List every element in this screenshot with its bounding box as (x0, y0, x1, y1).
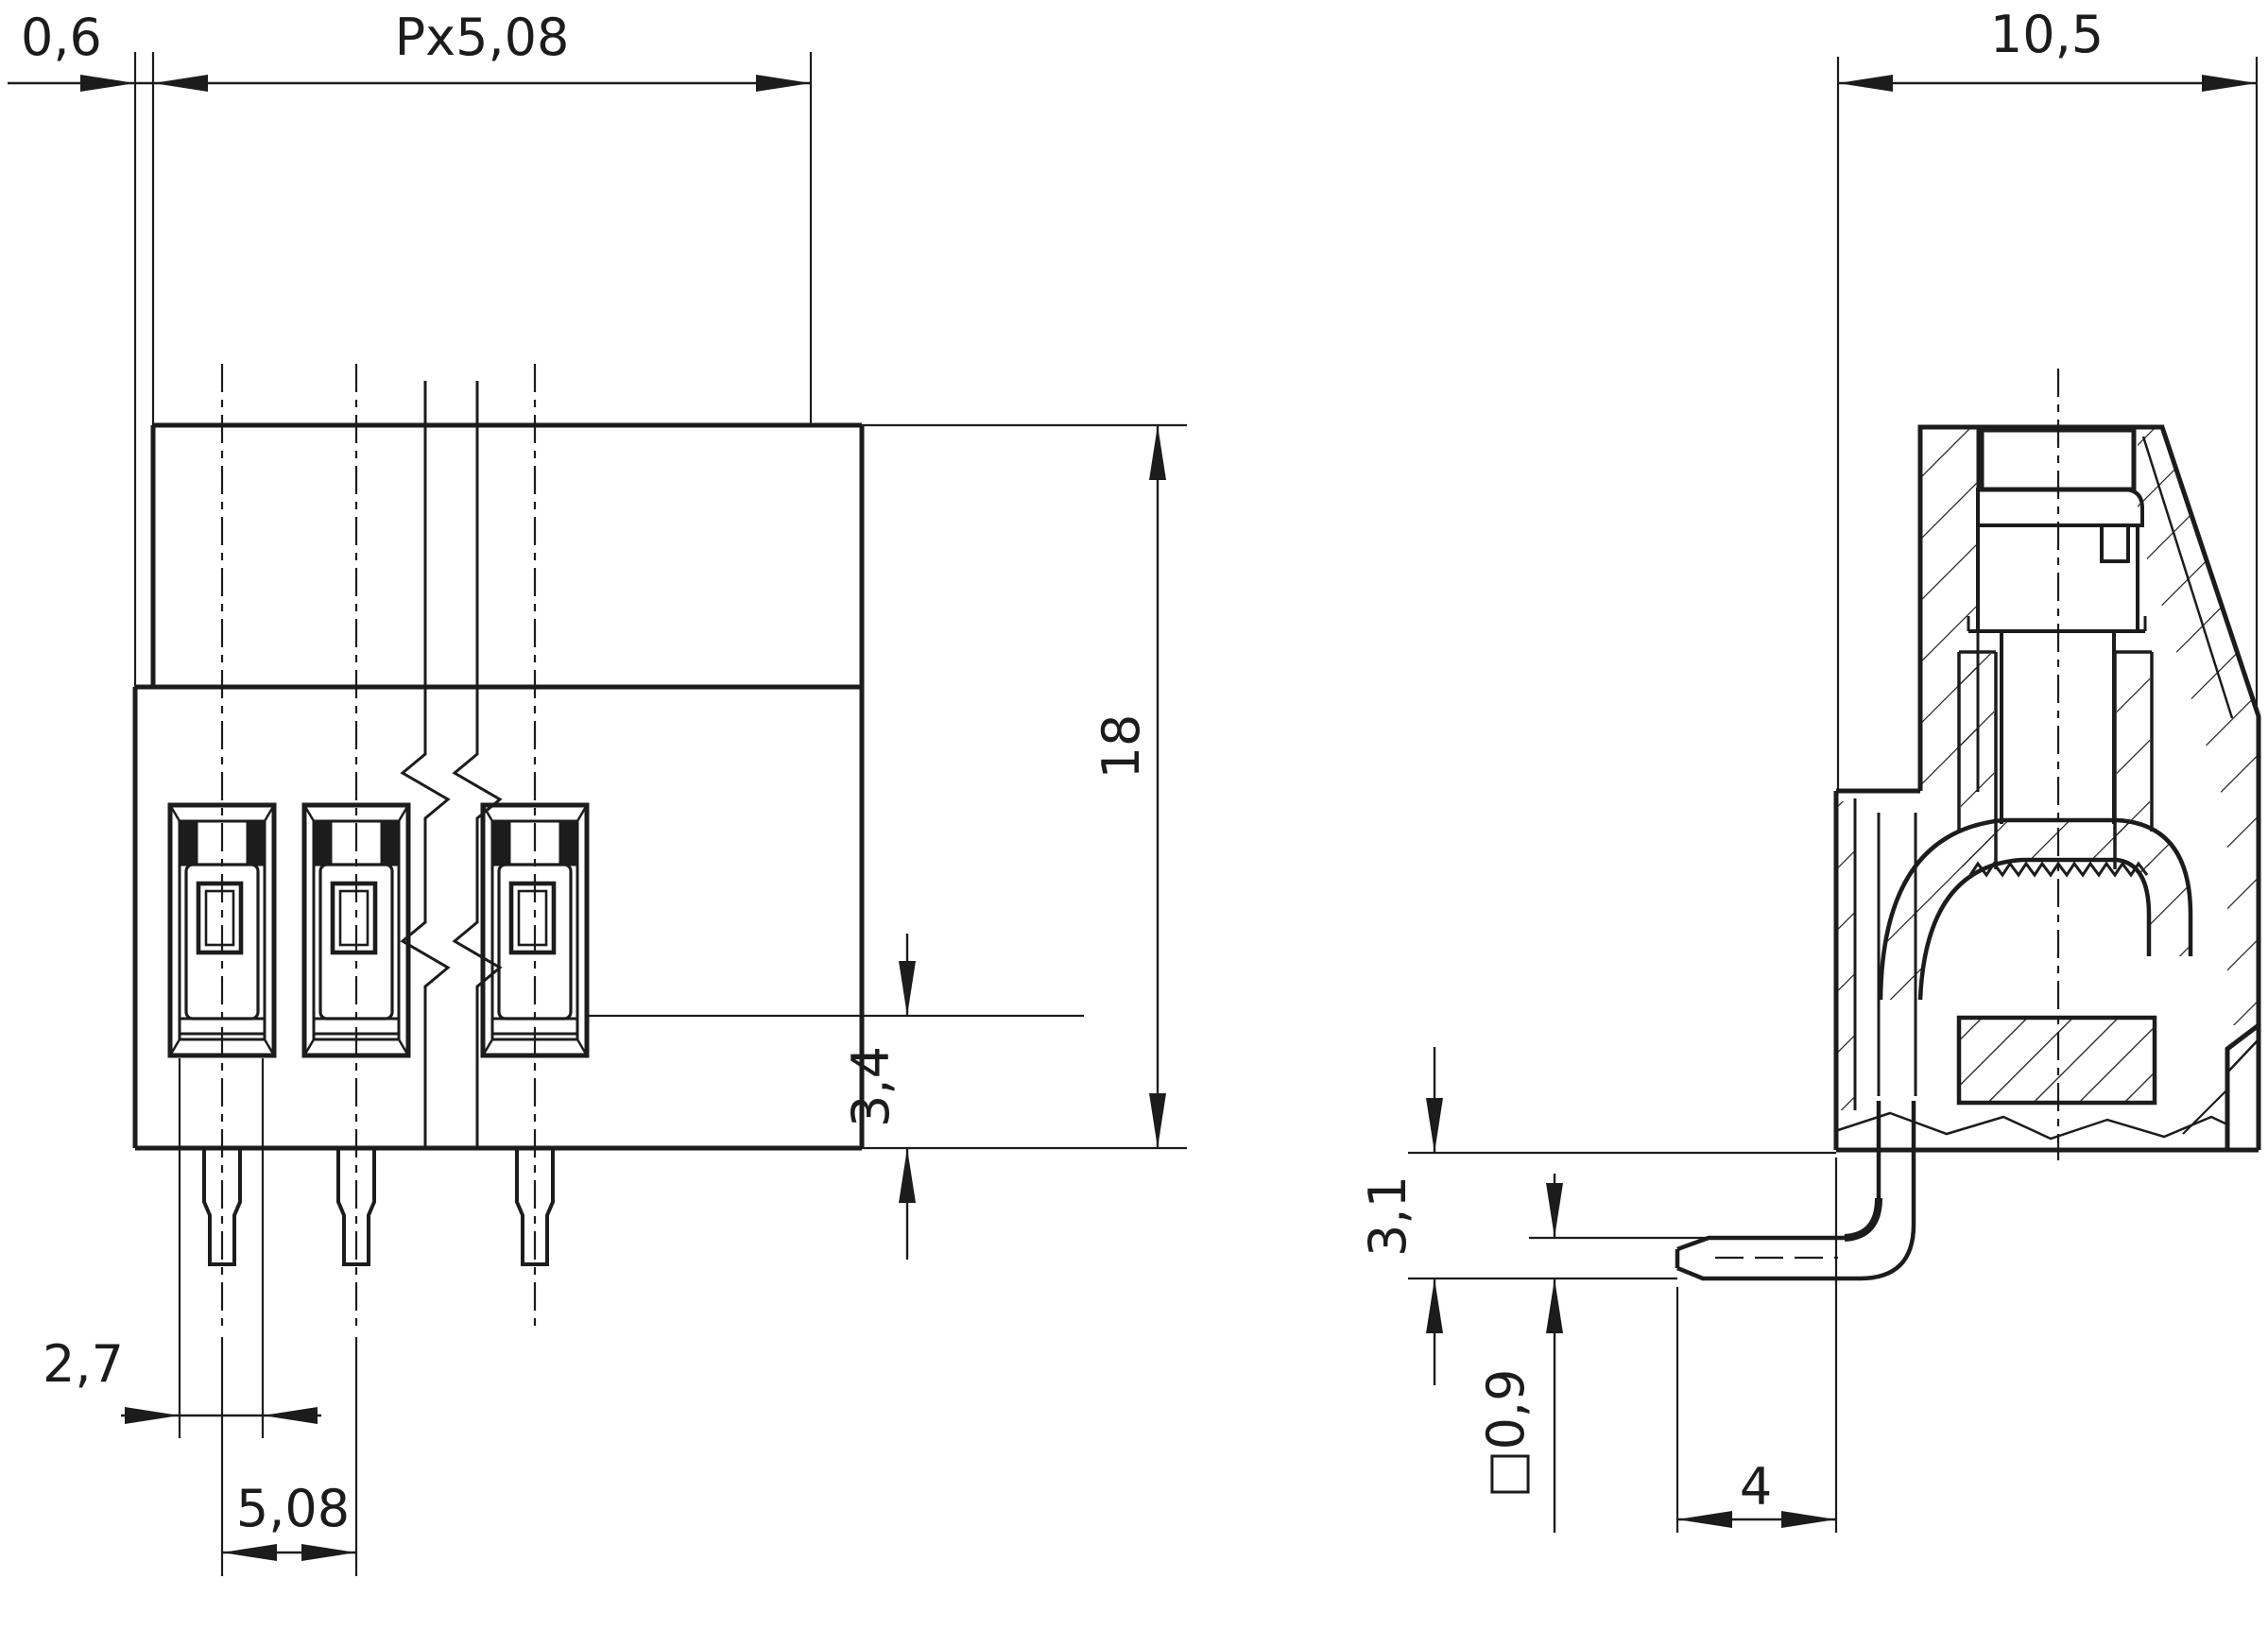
side-view: 10,5 3,1 □0,9 4 (1358, 5, 2261, 1533)
dim-label-pitch-total: Px5,08 (395, 8, 570, 67)
side-extension-lines (1408, 57, 2259, 1533)
dim-label-height: 18 (1091, 714, 1151, 780)
front-view: 0,6 Px5,08 18 3,4 2,7 5,08 (8, 8, 1187, 1576)
dim-label-pin-square: □0,9 (1476, 1369, 1536, 1499)
dim-label-pitch: 5,08 (236, 1479, 350, 1538)
side-solder-pin (1675, 1101, 1916, 1281)
front-housing-outline (132, 422, 865, 1151)
break-lines (400, 381, 503, 1148)
dim-label-pin-length: 4 (1740, 1457, 1772, 1517)
section-hatching (1836, 427, 2259, 1110)
dim-label-depth: 10,5 (1990, 5, 2104, 64)
side-housing-outline (1833, 424, 2261, 1153)
dim-label-left-offset: 0,6 (21, 8, 102, 67)
dim-label-bottom-zone: 3,4 (841, 1046, 901, 1127)
side-arrowheads (1426, 75, 2257, 1528)
side-interior (1837, 427, 2259, 1141)
front-extension-lines (133, 52, 1187, 1576)
dim-label-pin-below: 3,1 (1358, 1175, 1418, 1257)
front-arrowheads (80, 75, 1166, 1561)
dim-label-first-pole: 2,7 (43, 1334, 124, 1394)
pole-center-lines (220, 364, 537, 1330)
